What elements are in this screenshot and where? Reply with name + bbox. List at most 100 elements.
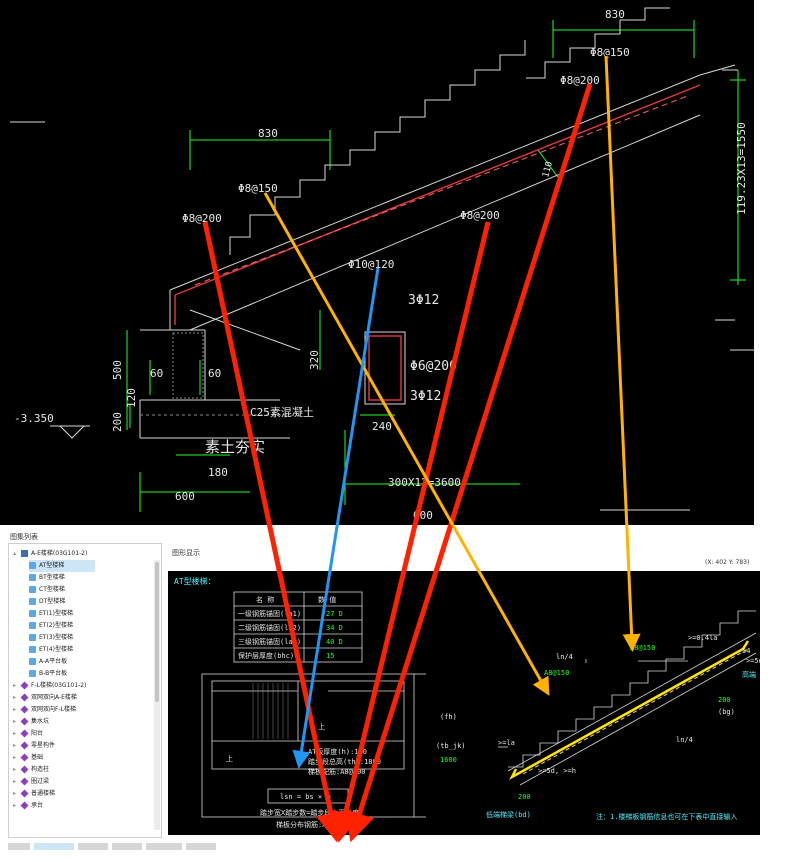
tree-item-label: 承台 (31, 802, 44, 809)
gem-icon (20, 777, 29, 786)
bar-top-label: A8@150 (630, 644, 655, 652)
expand-caret-icon[interactable]: ▸ (13, 754, 17, 761)
ge-5d-label: >=5d (746, 657, 760, 665)
main-rebar-text: 梯板配筋:A8@200 (308, 767, 366, 776)
dim-200b: 200 (518, 793, 531, 801)
tree-item[interactable]: ▸双网双向F-L楼梯 (13, 704, 153, 716)
tree-item[interactable]: A-A平台板 (29, 656, 95, 668)
tree-item[interactable]: ▸ 圈过梁 (13, 776, 153, 788)
dim-120: 120 (125, 388, 138, 408)
tree-item[interactable]: ▴ A-E楼梯(03G101-2) (13, 548, 153, 560)
tree-item[interactable]: BT型楼梯 (29, 572, 95, 584)
tree-item[interactable]: ▸集水坑 (13, 716, 153, 728)
expand-caret-icon[interactable]: ▸ (13, 682, 17, 689)
table-header-name: 名 称 (256, 595, 274, 604)
doc-icon (29, 586, 36, 593)
expand-caret-icon[interactable]: ▸ (13, 766, 17, 773)
tree-item-label: 双网双向A-E楼梯 (31, 694, 77, 701)
tree-item-label: ET(2)型楼梯 (39, 622, 73, 629)
tab-1[interactable] (8, 843, 30, 850)
ge-5dh-label: >=5d, >=h (538, 767, 576, 775)
low-end-label: 低端梯梁(bd) (486, 810, 531, 819)
expand-caret-icon[interactable]: ▸ (13, 706, 17, 713)
tree-item[interactable]: ▸ 双网双向A-E楼梯 (13, 692, 153, 704)
gem-icon (20, 741, 29, 750)
coordinate-readout: (X: 402 Y: 783) (705, 559, 750, 566)
expand-caret-icon[interactable]: ▸ (13, 718, 17, 725)
expand-caret-icon[interactable]: ▴ (13, 550, 17, 557)
steps-text: 踏步宽X踏步数=踏步段水平长度 (260, 808, 359, 817)
doc-icon (29, 658, 36, 665)
tree-item[interactable]: ▸ 普通楼梯 (13, 788, 153, 800)
dim-60a: 60 (150, 367, 163, 380)
cad-drawing-top: 830 Φ8@150 Φ8@200 830 Φ8@150 Φ8@200 Φ8@2… (0, 0, 754, 525)
tree-item[interactable]: ET(3)型楼梯 (29, 632, 95, 644)
gem-icon (20, 717, 29, 726)
dim-500: 500 (111, 360, 124, 380)
tree-item[interactable]: ▸阳台 (13, 728, 153, 740)
table-cell-name: 一级钢筋锚固(la1) (238, 609, 301, 618)
tree-item-label: 零星构件 (31, 742, 56, 749)
gem-icon (20, 753, 29, 762)
tree-item[interactable]: ▸F-L楼梯(03G101-2) (13, 680, 153, 692)
rebar-label-2: Φ8@200 (560, 74, 600, 87)
scrollbar-thumb[interactable] (155, 562, 159, 702)
tree-item[interactable]: ▸ 零星构件 (13, 740, 153, 752)
table-cell-value: 34 D (326, 624, 343, 632)
expand-caret-icon[interactable]: ▸ (13, 802, 17, 809)
expand-caret-icon[interactable]: ▸ (13, 778, 17, 785)
preview-title: 图形显示 (172, 549, 200, 557)
tree-item[interactable]: ET(2)型楼梯 (29, 620, 95, 632)
step-height-text: 踏步段总高(th):1800 (308, 757, 381, 766)
tree-item-label: ET(4)型楼梯 (39, 646, 73, 653)
tab-3[interactable] (78, 843, 108, 850)
atlas-tree-panel: ▴ A-E楼梯(03G101-2) AT型楼梯 BT型楼梯 CT型楼梯 DT型楼梯 ET(1… (8, 543, 162, 838)
note-text: 注：1.楼梯板钢筋信息也可在下表中直接输入 (596, 812, 737, 821)
tree-item[interactable]: ET(1)型楼梯 (29, 608, 95, 620)
doc-icon (29, 622, 36, 629)
tree-item[interactable]: B-B平台板 (29, 668, 95, 680)
expand-caret-icon[interactable]: ▸ (13, 742, 17, 749)
tab-6[interactable] (186, 843, 216, 850)
tree-item[interactable]: CT型楼梯 (29, 584, 95, 596)
window-margin (754, 0, 800, 859)
dim-180: 180 (208, 466, 228, 479)
tab-4[interactable] (112, 843, 142, 850)
tree-scrollbar[interactable] (154, 560, 160, 830)
tree-item-label: CT型楼梯 (39, 586, 65, 593)
bottom-tab-strip[interactable] (8, 843, 278, 852)
tree-item-label: ET(3)型楼梯 (39, 634, 73, 641)
dim-110: 110 (541, 160, 555, 178)
tree-item-label: 圈过梁 (31, 778, 50, 785)
tree-item[interactable]: ▸基础 (13, 752, 153, 764)
tab-2[interactable] (34, 843, 74, 850)
tree-panel-title: 图集列表 (10, 533, 38, 541)
tree-item-label: AT型楼梯 (39, 562, 65, 569)
expand-caret-icon[interactable]: ▸ (13, 730, 17, 737)
tree-item-label: 构造柱 (31, 766, 50, 773)
fh-label: (fh) (440, 713, 457, 721)
gem-icon (20, 693, 29, 702)
tree-item-label: 普通楼梯 (31, 790, 56, 797)
tab-5[interactable] (146, 843, 182, 850)
tree-item[interactable]: AT型楼梯 (29, 560, 95, 572)
tree-item[interactable]: DT型楼梯 (29, 596, 95, 608)
tree-item-label: A-E楼梯(03G101-2) (31, 550, 88, 557)
tree-item[interactable]: ET(4)型楼梯 (29, 644, 95, 656)
gem-icon (20, 801, 29, 810)
rebar-label-4: Φ8@200 (182, 212, 222, 225)
tree-item[interactable]: ▸ 承台 (13, 800, 153, 812)
doc-icon (29, 670, 36, 677)
rebar-label-7: 3Φ12 (408, 293, 439, 308)
expand-caret-icon[interactable]: ▸ (13, 790, 17, 797)
tree-item-label: DT型楼梯 (39, 598, 66, 605)
gem-icon (20, 789, 29, 798)
expand-caret-icon[interactable]: ▸ (13, 694, 17, 701)
bar-left-label: A8@150 (544, 669, 569, 677)
tree-item[interactable]: ▸ 构造柱 (13, 764, 153, 776)
elevation-label: -3.350 (14, 412, 54, 425)
rebar-label-3: Φ8@150 (238, 182, 278, 195)
preview-svg: AT型楼梯： 名 称数 值一级钢筋锚固(la1)27 D二级钢筋锚固(la2)3… (174, 576, 760, 829)
ge-la-label: >=0.4la (688, 634, 718, 642)
